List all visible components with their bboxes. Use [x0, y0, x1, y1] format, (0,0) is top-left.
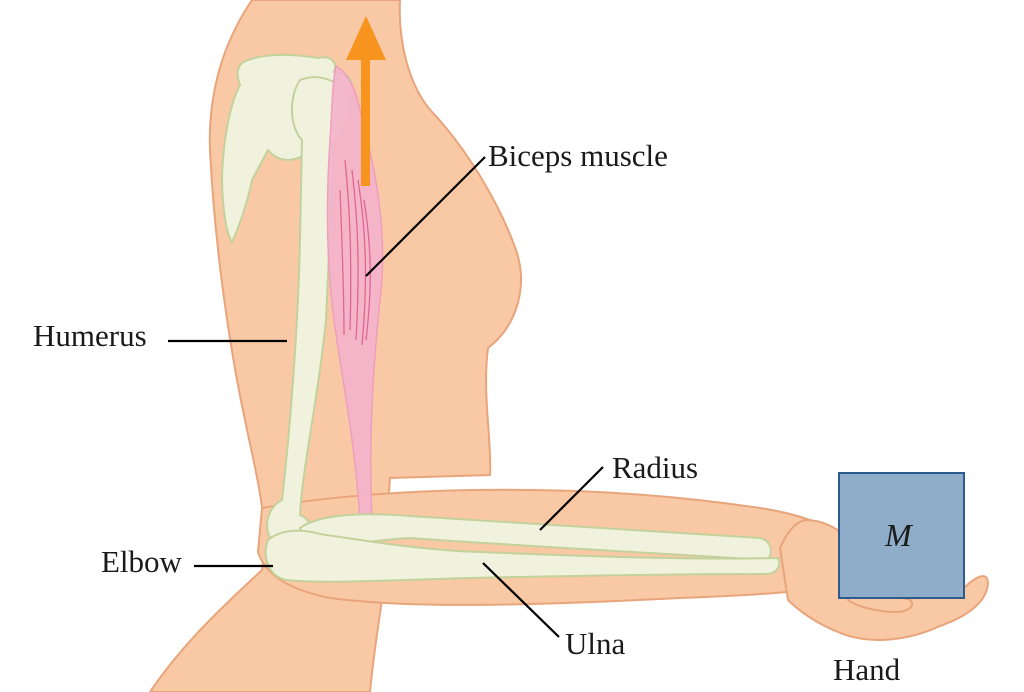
force-arrow-shaft: [361, 52, 370, 186]
force-arrow-head: [346, 16, 386, 60]
muscle-fibers: [339, 159, 371, 346]
biceps-leader: [365, 156, 486, 277]
radius-leader: [539, 466, 604, 531]
elbow-label: Elbow: [101, 544, 182, 579]
humerus-label: Humerus: [33, 318, 147, 353]
radius-label: Radius: [612, 450, 699, 485]
ulna-bone: [264, 529, 781, 583]
biceps-muscle-label: Biceps muscle: [488, 138, 668, 173]
radius-bone: [298, 513, 772, 562]
leader-lines: [168, 156, 604, 638]
mass-block: [838, 472, 965, 599]
ulna-label: Ulna: [565, 626, 626, 661]
hand-label: Hand: [833, 652, 901, 687]
ulna-leader: [482, 562, 560, 638]
mass-label: M: [885, 517, 912, 553]
